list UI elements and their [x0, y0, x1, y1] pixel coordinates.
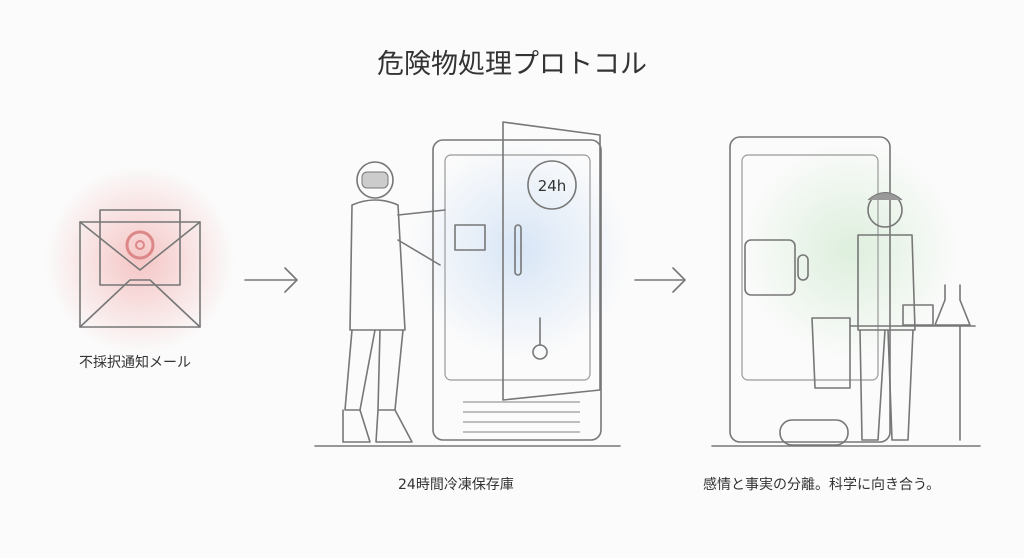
- biohazard-envelope-icon: [45, 165, 235, 355]
- hazmat-person-icon: [342, 161, 486, 443]
- clock-label: 24h: [538, 177, 567, 195]
- arrow-icon: [244, 267, 298, 293]
- freezer-icon: 24h: [314, 121, 630, 447]
- step-label-rejection-email: 不採択通知メール: [79, 355, 191, 371]
- arrow-icon: [634, 267, 686, 293]
- page-title: 危険物処理プロトコル: [377, 49, 647, 80]
- step-label-freezer: 24時間冷凍保存庫: [398, 477, 514, 493]
- step-label-science: 感情と事実の分離。科学に向き合う。: [703, 477, 941, 493]
- scientist-icon: [711, 136, 981, 447]
